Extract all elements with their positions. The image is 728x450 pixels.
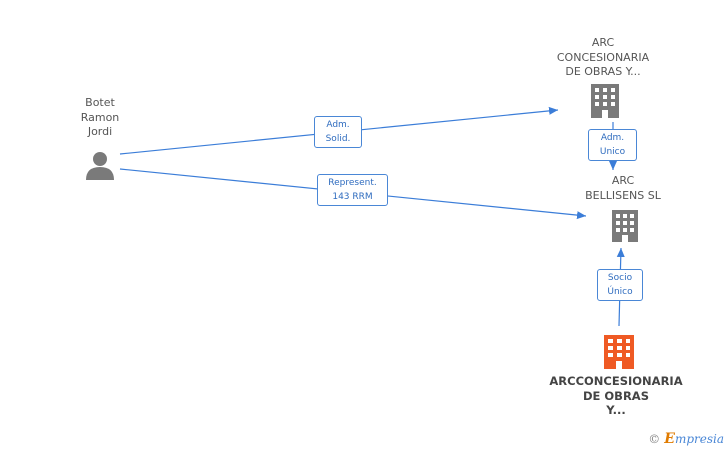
edge-label-adm-solid: Adm. Solid.: [314, 116, 362, 148]
company-name[interactable]: ARC BELLISENS SL: [585, 174, 661, 202]
edge-label-adm-unico: Adm. Unico: [588, 129, 637, 161]
edge-label-socio-unico: Socio Único: [597, 269, 643, 301]
person-icon[interactable]: [86, 152, 114, 180]
copyright-icon: ©: [648, 432, 661, 446]
person-name[interactable]: Botet Ramon Jordi: [80, 96, 120, 138]
company-name[interactable]: ARC CONCESIONARIA DE OBRAS Y...: [556, 36, 650, 78]
building-icon[interactable]: [612, 210, 638, 242]
main-company-name[interactable]: ARCCONCESIONARIA DE OBRAS Y...: [549, 374, 683, 417]
building-icon[interactable]: [591, 84, 619, 118]
building-icon[interactable]: [604, 335, 634, 369]
brand-initial: E: [664, 431, 675, 447]
brand-logo: Empresia: [664, 431, 724, 447]
brand-name: mpresia: [674, 432, 724, 446]
edge-label-represent: Represent. 143 RRM: [317, 174, 388, 206]
brand-footer[interactable]: © Empresia: [648, 431, 724, 447]
